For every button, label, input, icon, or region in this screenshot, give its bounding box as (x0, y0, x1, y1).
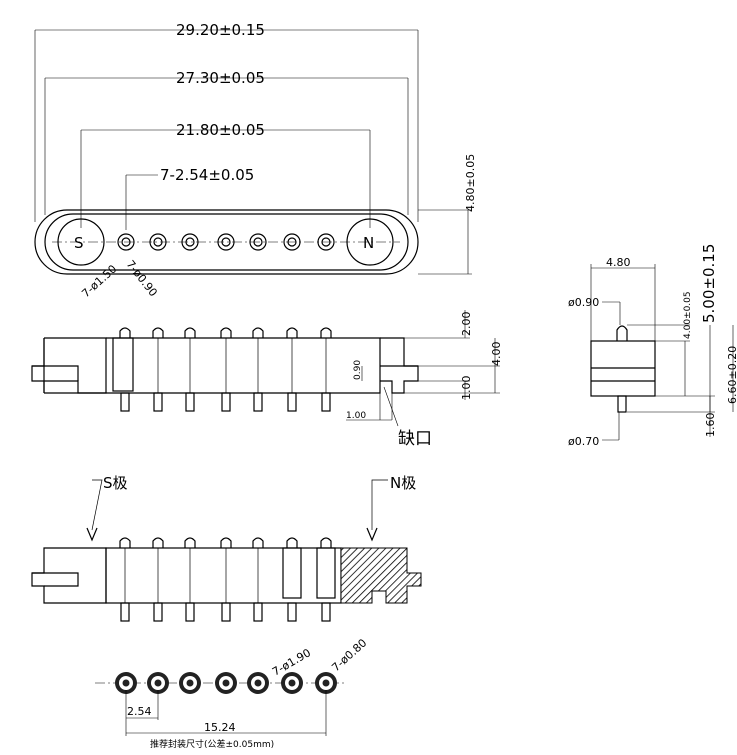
pole-s-circle (57, 218, 105, 266)
pcb-pads (115, 672, 337, 694)
dim-height: 4.80±0.05 (464, 154, 477, 212)
hole-dia-inner: 7-ø0.90 (124, 258, 160, 299)
dim-pole-centers: 21.80±0.05 (176, 121, 265, 139)
section-pins (119, 537, 336, 622)
s-pole-label: S极 (103, 474, 128, 492)
pcb-dim-span: 15.24 (204, 721, 236, 734)
top-view: 29.20±0.15 27.30±0.05 21.80±0.05 7-2.54±… (34, 21, 477, 300)
body-outline (34, 209, 419, 275)
dim-top-2: 2.00 (460, 312, 473, 337)
side-dim-overall: 6.60±0.20 (726, 346, 737, 404)
pole-n-label: N (363, 234, 374, 252)
top-pins (117, 233, 335, 251)
side-dim-pin-top: ø0.90 (568, 296, 599, 309)
side-dim-pin-bottom: ø0.70 (568, 435, 599, 448)
side-dim-body: 4.00±0.05 (683, 291, 693, 339)
pcb-footprint: 7-ø1.90 7-ø0.80 2.54 15.24 推荐封装尺寸(公差±0.0… (95, 636, 369, 750)
side-view: 4.80 ø0.90 4.00±0.05 5.00±0.15 6.60±0.20… (568, 244, 737, 448)
pcb-caption: 推荐封装尺寸(公差±0.05mm) (150, 738, 274, 750)
front-view: 2.00 4.00 0.90 1.00 1.00 缺口 (31, 310, 503, 449)
pcb-hole-inner: 7-ø0.80 (329, 636, 369, 674)
s-pole-pin (112, 337, 134, 392)
side-dim-width: 4.80 (606, 256, 631, 269)
body-inner-outline (44, 213, 409, 271)
pole-s-label: S (74, 234, 84, 252)
dim-overall-length: 29.20±0.15 (176, 21, 265, 39)
front-pins (119, 327, 332, 412)
side-dim-tail: 1.60 (704, 413, 717, 438)
n-pole-label: N极 (390, 474, 416, 492)
pcb-dim-pitch: 2.54 (127, 705, 152, 718)
side-dim-total: 5.00±0.15 (700, 244, 718, 323)
dim-total-4: 4.00 (490, 342, 503, 367)
dim-bottom: 1.00 (460, 376, 473, 401)
dim-step: 0.90 (353, 360, 363, 380)
hole-dia-outer: 7-ø1.50 (79, 262, 119, 300)
dim-notch-width: 1.00 (346, 411, 366, 421)
notch-label: 缺口 (398, 429, 432, 449)
dim-pitch: 7-2.54±0.05 (160, 166, 254, 184)
dim-pole-outer: 27.30±0.05 (176, 69, 265, 87)
section-view: S极 N极 (31, 474, 422, 622)
pole-n-circle (346, 218, 394, 266)
